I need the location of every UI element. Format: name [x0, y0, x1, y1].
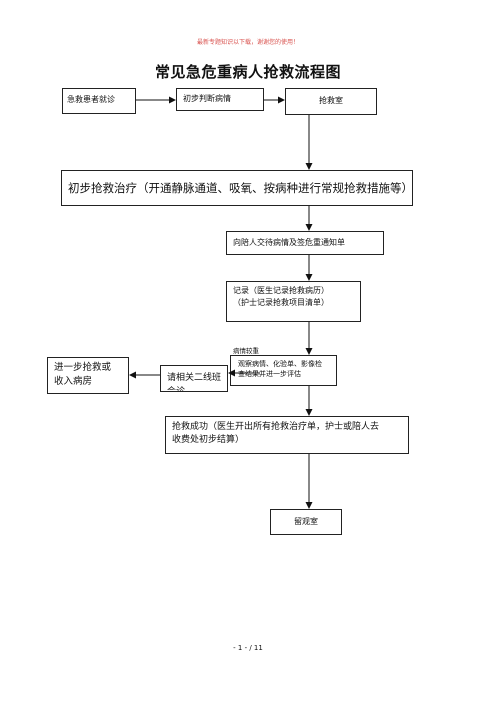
edge-label-serious: 病情较重 [233, 347, 259, 355]
node-further-rescue: 进一步抢救或 收入病房 [47, 357, 129, 394]
node-rescue-success-line1: 抢救成功（医生开出所有抢救治疗单，护士或陪人去 [172, 422, 380, 432]
page-title: 常见急危重病人抢救流程图 [154, 63, 341, 81]
node-rescue-success: 抢救成功（医生开出所有抢救治疗单，护士或陪人去 收费处初步结算） [165, 416, 409, 454]
node-record-line2: （护士记录抢救项目清单） [233, 298, 329, 307]
node-further-rescue-line2: 收入病房 [54, 376, 93, 387]
node-initial-treatment: 初步抢救治疗（开通静脉通道、吸氧、按病种进行常规抢救措施等） [61, 170, 413, 206]
node-observe-line2: 查结果并进一步评估 [238, 370, 301, 378]
page-number: - 1 - / 11 [233, 644, 263, 652]
watermark-text: 最新专题知识以下载，谢谢您的使用！ [196, 39, 299, 46]
node-initial-judgment: 初步判断病情 [176, 88, 264, 111]
node-record: 记录（医生记录抢救病历） （护士记录抢救项目清单） [226, 281, 361, 322]
node-further-rescue-line1: 进一步抢救或 [54, 362, 112, 373]
node-consult-line1: 请相关二线班 [167, 373, 222, 383]
node-arrival-label: 急救患者就诊 [67, 95, 115, 104]
node-observe: 观察病情、化验单、影像检 查结果并进一步评估 [230, 355, 337, 386]
node-rescue-room-label: 抢救室 [319, 96, 343, 105]
node-inform-family-label: 向陪人交待病情及签危重通知单 [233, 238, 345, 247]
node-arrival: 急救患者就诊 [62, 88, 136, 114]
node-rescue-success-line2: 收费处初步结算） [172, 435, 245, 445]
node-initial-judgment-label: 初步判断病情 [183, 94, 231, 103]
node-consult: 请相关二线班 会诊 [160, 365, 228, 392]
node-observation-room-label: 留观室 [294, 517, 318, 526]
node-inform-family: 向陪人交待病情及签危重通知单 [226, 231, 384, 255]
node-rescue-room: 抢救室 [285, 88, 377, 115]
node-observation-room: 留观室 [270, 509, 342, 535]
node-record-line1: 记录（医生记录抢救病历） [233, 286, 329, 295]
node-consult-line2: 会诊 [167, 387, 186, 392]
node-observe-line1: 观察病情、化验单、影像检 [238, 360, 322, 368]
node-initial-treatment-label: 初步抢救治疗（开通静脉通道、吸氧、按病种进行常规抢救措施等） [68, 181, 413, 195]
